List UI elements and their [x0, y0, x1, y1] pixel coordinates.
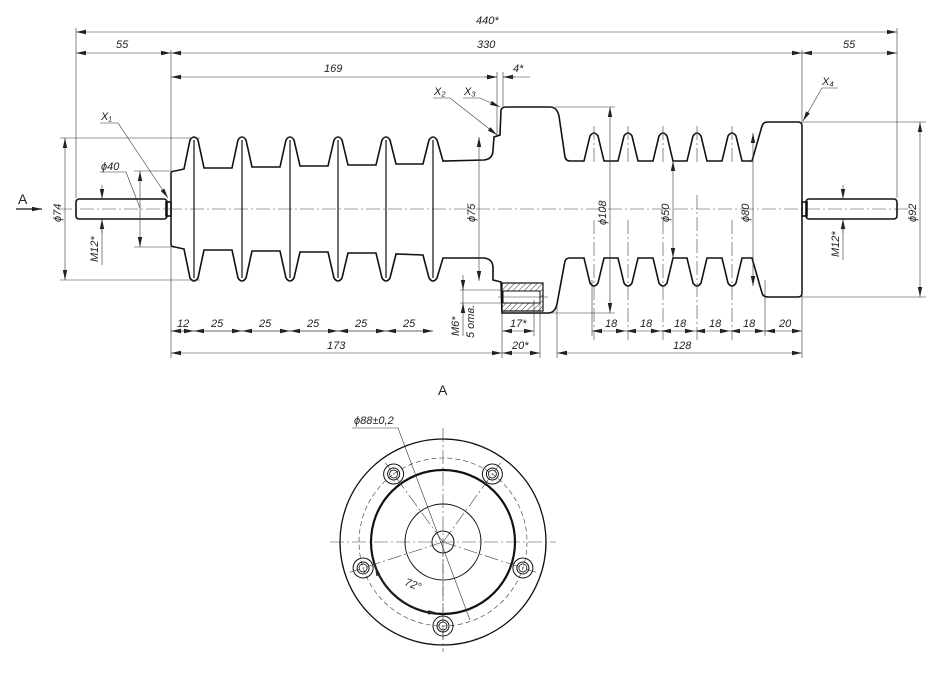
- leader-x1: [100, 122, 169, 199]
- dim-right-pitch: 18: [605, 318, 618, 330]
- dim-insert-17: 17*: [510, 318, 527, 330]
- dim-right-stud: 55: [843, 39, 856, 51]
- dim-insert-20: 20*: [511, 340, 529, 352]
- bolt-hole-axis: [385, 462, 444, 543]
- bolt-hole: [516, 561, 530, 575]
- dim-left-section: 169: [324, 63, 342, 75]
- bolt-hole: [358, 563, 368, 573]
- dim-thread-right: M12*: [830, 231, 842, 257]
- bolt-hole-axis: [349, 541, 444, 573]
- dim-right-pitch: 20: [778, 318, 792, 330]
- threaded-insert: [498, 282, 548, 312]
- leader-x2: [433, 97, 498, 136]
- extension-lines: [60, 28, 926, 358]
- view-label: A: [18, 191, 28, 207]
- dim-left-pitch: 25: [306, 318, 320, 330]
- dim-left-pitch: 25: [210, 318, 224, 330]
- leader-x3: [463, 97, 501, 108]
- bolt-hole: [356, 561, 370, 575]
- dim-right-pitch: 18: [709, 318, 722, 330]
- leader-x4: [802, 87, 838, 122]
- dim-right-total: 128: [673, 340, 692, 352]
- dim-right-pitch: 18: [674, 318, 687, 330]
- dim-overall: 440*: [476, 15, 499, 27]
- dimension-texts: 440* 55 330 55 169 4* X₁ X₂ X₃ X₄ ϕ40 ϕ7…: [52, 15, 919, 352]
- dim-left-pitch: 25: [402, 318, 416, 330]
- dim-left-stud: 55: [116, 39, 129, 51]
- bolt-hole: [387, 467, 401, 481]
- bottom-profile: [170, 209, 803, 314]
- dim-m6: M6*: [450, 316, 462, 336]
- bolt-hole-axis: [442, 541, 537, 573]
- insulator-body: [170, 106, 803, 340]
- dim-dia-92: ϕ92: [907, 204, 919, 222]
- dim-bolt-circle: ϕ88±0,2: [354, 415, 394, 427]
- bolt-hole: [485, 467, 499, 481]
- bolt-hole: [383, 463, 405, 485]
- marker-x2: X₂: [433, 86, 446, 98]
- dim-angle: 72°: [403, 577, 423, 594]
- dim-body: 330: [477, 39, 496, 51]
- dim-dia-50: ϕ50: [660, 203, 672, 222]
- bolt-hole: [481, 463, 503, 485]
- dim-dia-80: ϕ80: [740, 203, 752, 222]
- dim-dia-74: ϕ74: [52, 204, 64, 222]
- bolt-hole: [512, 557, 534, 579]
- dim-left-total: 173: [327, 340, 346, 352]
- bolt-hole: [352, 557, 374, 579]
- top-profile: [170, 106, 803, 209]
- dim-left-pitch: 25: [354, 318, 368, 330]
- marker-x4: X₄: [821, 76, 834, 88]
- bolt-hole: [389, 469, 399, 479]
- bolt-circle-leader: [352, 427, 471, 621]
- marker-x3: X₃: [463, 86, 476, 98]
- dim-left-pitch: 12: [177, 318, 189, 330]
- section-view-label: A: [438, 382, 448, 398]
- bolt-hole-axes: [349, 462, 537, 640]
- marker-x1: X₁: [100, 111, 112, 123]
- dim-right-pitch: 18: [640, 318, 653, 330]
- dim-step: 4*: [513, 63, 524, 75]
- bolt-hole: [518, 563, 528, 573]
- dim-left-pitch: 25: [258, 318, 272, 330]
- shed-axes: [193, 126, 733, 340]
- dim-dia-75: ϕ75: [466, 203, 478, 222]
- angle-arc: [374, 565, 439, 615]
- bolt-hole: [487, 469, 497, 479]
- dim-holes: 5 отв.: [465, 305, 477, 338]
- dimension-lines: [62, 29, 923, 356]
- end-view: ϕ88±0,2 72°: [330, 415, 556, 652]
- bolt-holes: [352, 463, 534, 637]
- dim-thread-left: M12*: [89, 236, 101, 262]
- bolt-hole-axis: [442, 462, 501, 543]
- dim-dia-40: ϕ40: [101, 161, 120, 173]
- dim-right-pitch: 18: [743, 318, 756, 330]
- dim-dia-108: ϕ108: [597, 200, 609, 225]
